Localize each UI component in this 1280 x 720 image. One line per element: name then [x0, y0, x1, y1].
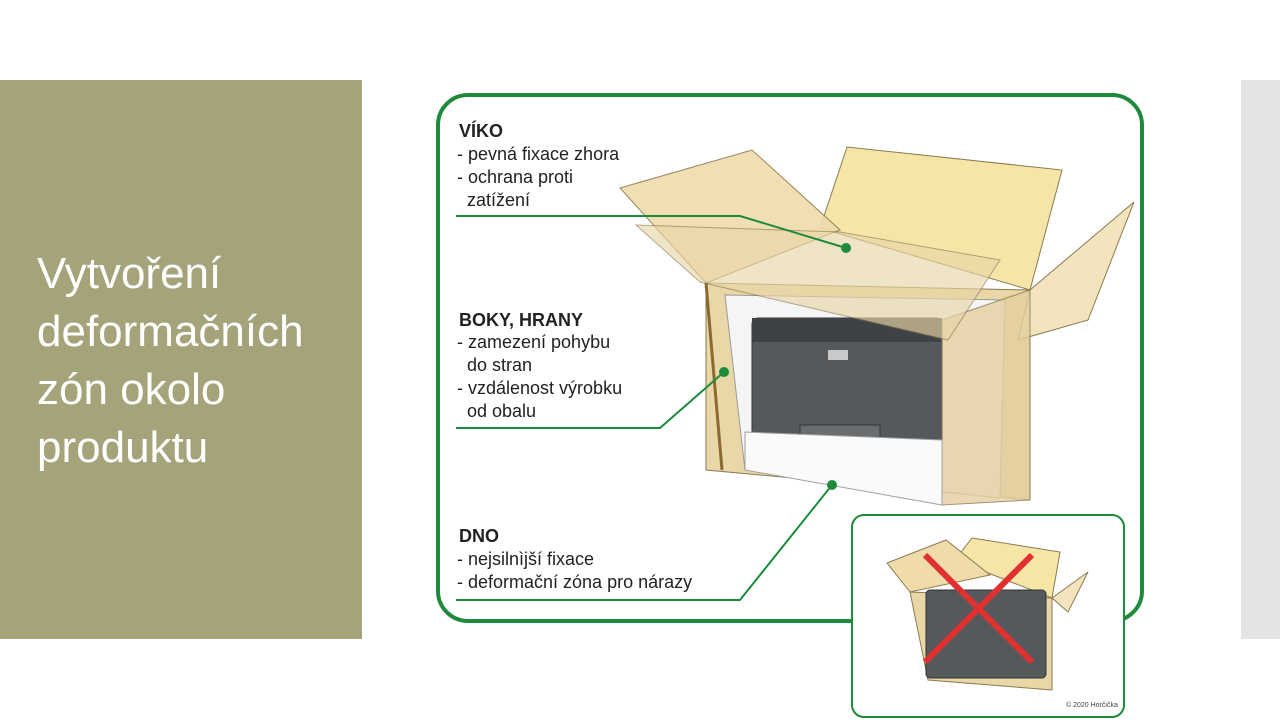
- leader-line-sides: [456, 371, 725, 429]
- leader-dot-bottom: [827, 480, 837, 490]
- copyright-credit: © 2020 Horčička: [1066, 702, 1118, 709]
- label-bottom-line-1: - nejsilnìjší fixace: [457, 549, 595, 569]
- cross-line-2: [922, 552, 1035, 665]
- bottom-cushion: [744, 431, 943, 506]
- label-lid-line-1: - pevná fixace zhora: [457, 144, 620, 164]
- label-sides-line-2: do stran: [457, 355, 533, 375]
- label-lid-heading: VÍKO: [459, 121, 504, 141]
- label-sides-line-3: - vzdálenost výrobku: [457, 378, 623, 398]
- label-lid-line-3: zatížení: [457, 190, 531, 210]
- leader-dot-sides: [719, 367, 729, 377]
- leader-line-bottom: [456, 484, 833, 601]
- label-lid-line-2: - ochrana proti: [457, 167, 574, 187]
- inset-printer: [925, 589, 1047, 679]
- inset-back-flap: [954, 537, 1061, 599]
- title-text: Vytvoření deformačních zón okolo produkt…: [37, 249, 304, 472]
- leader-dot-lid: [841, 243, 851, 253]
- label-bottom-line-2: - deformační zóna pro nárazy: [457, 572, 693, 592]
- inset-right-flap: [1051, 571, 1089, 613]
- front-flap: [634, 224, 1001, 341]
- label-sides-line-4: od obalu: [457, 401, 537, 421]
- slide-title: Vytvoření deformačních zón okolo produkt…: [37, 245, 357, 477]
- title-panel: [0, 80, 362, 639]
- label-sides-line-1: - zamezení pohybu: [457, 332, 611, 352]
- label-bottom-heading: DNO: [459, 526, 499, 546]
- leader-line-lid: [456, 215, 847, 249]
- printer-panel: [828, 350, 848, 360]
- label-sides-heading: BOKY, HRANY: [459, 310, 584, 330]
- right-decor-strip: [1241, 80, 1280, 639]
